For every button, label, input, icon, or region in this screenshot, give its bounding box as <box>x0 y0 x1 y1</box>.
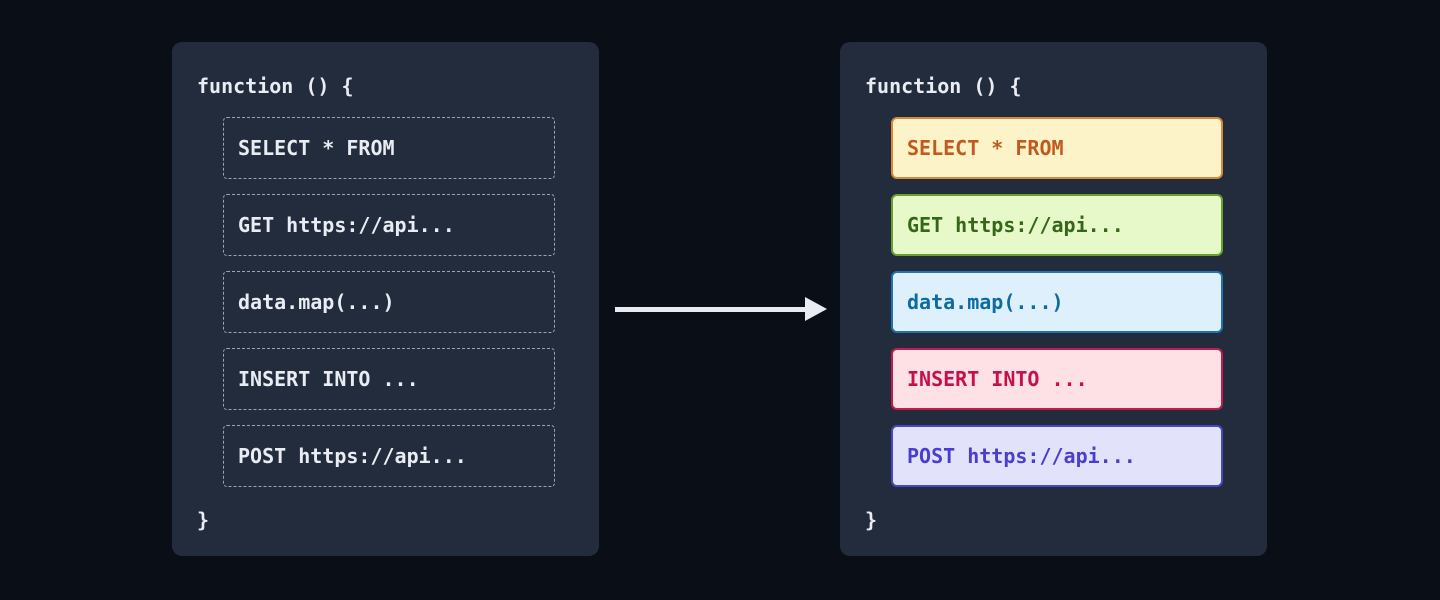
code-block-post: POST https://api... <box>223 425 555 487</box>
code-block-insert: INSERT INTO ... <box>891 348 1223 410</box>
code-block-map: data.map(...) <box>891 271 1223 333</box>
function-close-line: } <box>865 508 878 532</box>
function-open-line: function () { <box>865 74 1022 98</box>
right-block-list: SELECT * FROM GET https://api... data.ma… <box>891 117 1223 502</box>
code-block-post: POST https://api... <box>891 425 1223 487</box>
arrow-head <box>805 297 827 321</box>
code-block-insert: INSERT INTO ... <box>223 348 555 410</box>
arrow-shaft <box>615 307 808 312</box>
right-code-panel: function () { SELECT * FROM GET https://… <box>840 42 1267 556</box>
code-block-select: SELECT * FROM <box>891 117 1223 179</box>
left-block-list: SELECT * FROM GET https://api... data.ma… <box>223 117 555 502</box>
arrow-right-icon <box>615 297 827 321</box>
code-block-get: GET https://api... <box>891 194 1223 256</box>
code-block-get: GET https://api... <box>223 194 555 256</box>
function-open-line: function () { <box>197 74 354 98</box>
left-code-panel: function () { SELECT * FROM GET https://… <box>172 42 599 556</box>
code-block-map: data.map(...) <box>223 271 555 333</box>
code-block-select: SELECT * FROM <box>223 117 555 179</box>
function-close-line: } <box>197 508 210 532</box>
